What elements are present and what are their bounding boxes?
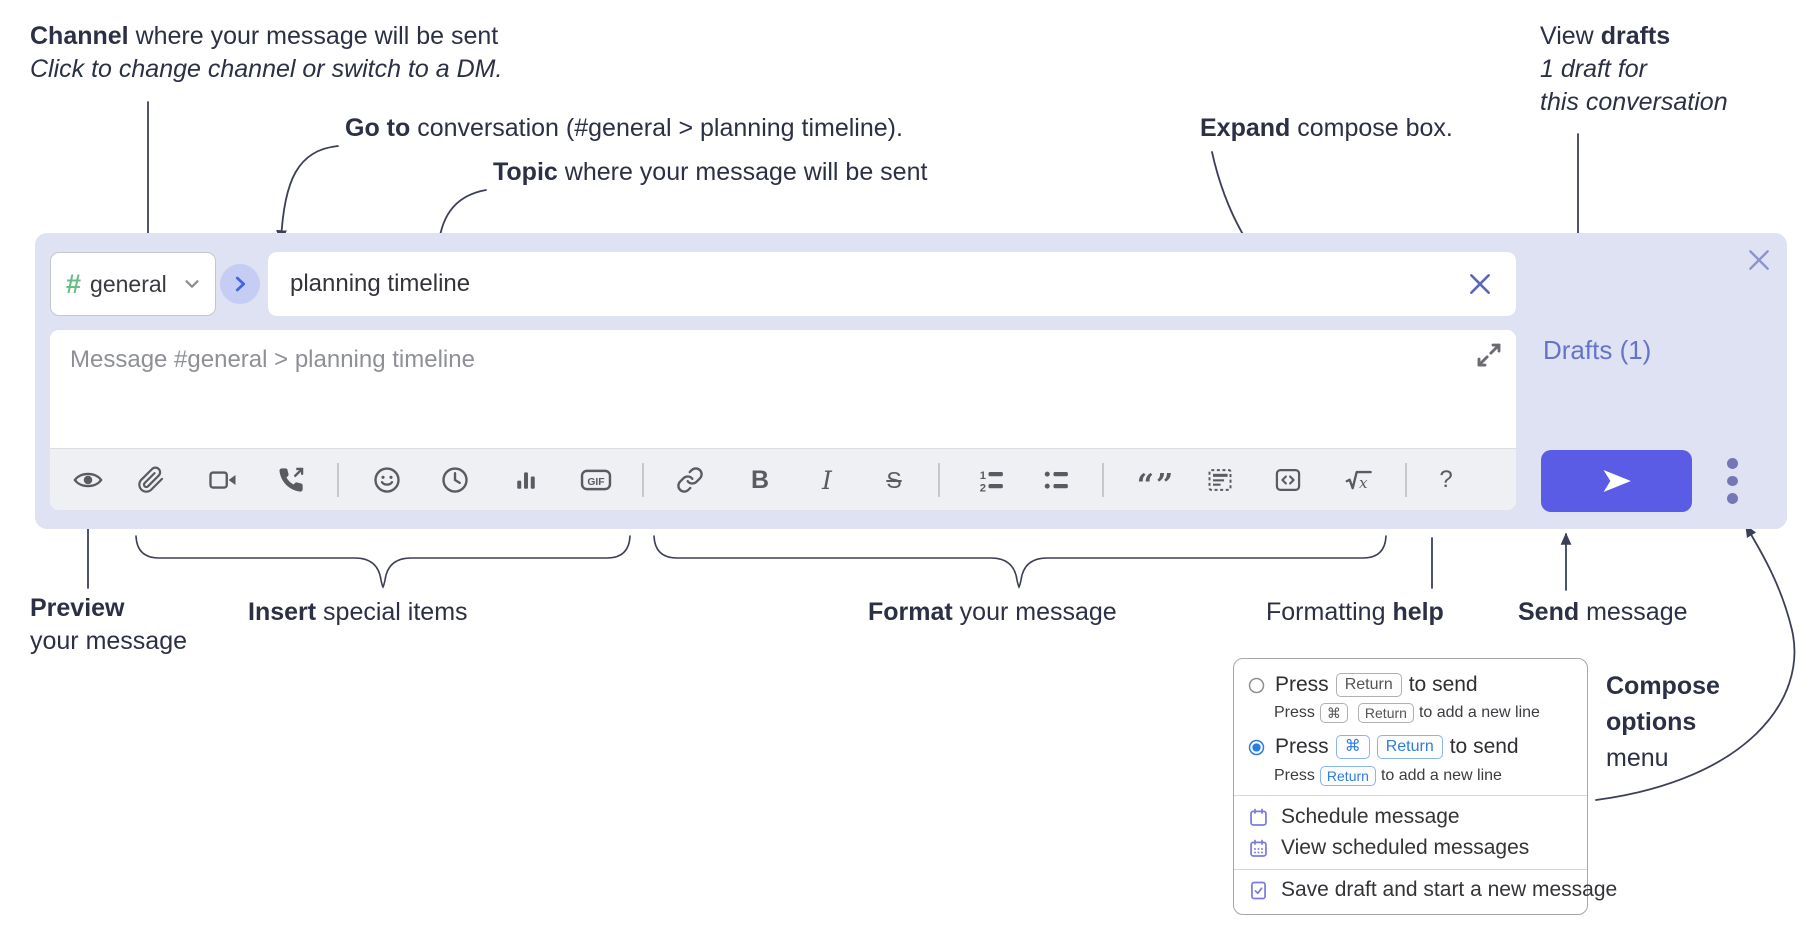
vertical-dots-icon	[1726, 458, 1738, 469]
svg-text:x: x	[1359, 474, 1368, 492]
brace-insert	[135, 535, 631, 589]
annotation-compose-options: Compose options menu	[1606, 672, 1720, 772]
send-option-cmd-return[interactable]: Press ⌘ Return to send	[1248, 735, 1519, 759]
menu-item-view-scheduled-messages[interactable]: View scheduled messages	[1248, 836, 1529, 860]
return-key: Return	[1376, 735, 1443, 759]
cmd-key: ⌘	[1319, 703, 1348, 723]
toolbar-divider	[642, 463, 644, 497]
return-key: Return	[1357, 703, 1414, 723]
strikethrough-icon[interactable]: S	[874, 460, 914, 500]
poll-icon[interactable]	[506, 460, 546, 500]
preview-eye-icon[interactable]	[68, 460, 108, 500]
menu-item-schedule-message[interactable]: Schedule message	[1248, 805, 1460, 829]
expand-compose-icon[interactable]	[1474, 340, 1504, 370]
bold-icon[interactable]: B	[740, 460, 780, 500]
time-icon[interactable]	[435, 460, 475, 500]
radio-selected-icon[interactable]	[1248, 739, 1265, 756]
radio-unselected-icon[interactable]	[1248, 677, 1265, 694]
send-plane-icon	[1603, 469, 1631, 493]
annotation-preview: Preview your message	[30, 594, 188, 655]
toolbar-divider	[337, 463, 339, 497]
brace-format	[653, 535, 1387, 589]
bulleted-list-icon[interactable]	[1036, 460, 1076, 500]
go-to-conversation-button[interactable]	[220, 264, 260, 304]
annotation-send: Send message	[1518, 598, 1688, 626]
annotation-insert: Insert special items	[248, 598, 468, 626]
cmd-key: ⌘	[1335, 735, 1370, 759]
italic-icon[interactable]: I	[807, 460, 847, 500]
go-chevron-icon	[235, 276, 246, 292]
message-panel: GIF B I S 12	[50, 330, 1516, 510]
link-icon[interactable]	[670, 460, 710, 500]
voice-call-icon[interactable]	[271, 460, 311, 500]
channel-name: general	[90, 270, 167, 297]
compose-options-menu: Press Return to send Press ⌘ Return to a…	[1233, 658, 1617, 915]
channel-hash-icon: #	[66, 268, 82, 299]
annotation-channel: Channel where your message will be sent …	[30, 22, 503, 83]
save-draft-doc-icon	[1251, 881, 1266, 899]
annotation-goto: Go to conversation (#general > planning …	[345, 114, 903, 142]
svg-text:1: 1	[980, 470, 986, 482]
toolbar-divider	[1102, 463, 1104, 497]
return-key: Return	[1319, 766, 1376, 786]
send-option-return-subtext: Press ⌘ Return to add a new line	[1274, 703, 1540, 723]
svg-text:GIF: GIF	[587, 477, 604, 488]
emoji-icon[interactable]	[367, 460, 407, 500]
gif-icon[interactable]: GIF	[576, 460, 616, 500]
return-key: Return	[1335, 673, 1402, 697]
clear-topic-icon[interactable]	[1467, 271, 1493, 297]
send-option-return[interactable]: Press Return to send	[1248, 673, 1478, 697]
code-icon[interactable]	[1268, 460, 1308, 500]
annotation-formatting-help: Formatting help	[1266, 598, 1444, 626]
quote-icon[interactable]: “”	[1136, 460, 1176, 501]
annotation-view-drafts: View drafts 1 draft for this conversatio…	[1540, 22, 1728, 116]
line-goto	[276, 145, 339, 243]
formatting-help-icon[interactable]: ?	[1426, 460, 1466, 500]
svg-text:2: 2	[980, 482, 986, 494]
drafts-link[interactable]: Drafts (1)	[1543, 335, 1652, 365]
send-button[interactable]	[1541, 450, 1692, 512]
menu-divider	[1234, 869, 1587, 870]
calendar-grid-icon	[1250, 839, 1267, 857]
compose-options-menu-button[interactable]	[1712, 457, 1752, 505]
annotation-expand: Expand compose box.	[1200, 114, 1453, 142]
video-call-icon[interactable]	[203, 460, 243, 500]
message-textarea[interactable]	[50, 330, 1516, 448]
compose-box: # general	[35, 233, 1787, 529]
toolbar-divider	[1405, 463, 1407, 497]
attach-paperclip-icon[interactable]	[131, 460, 171, 500]
math-icon[interactable]: x	[1339, 460, 1379, 500]
send-option-cmd-return-subtext: Press Return to add a new line	[1274, 766, 1502, 786]
close-compose-icon[interactable]	[1746, 247, 1772, 273]
toolbar-divider	[938, 463, 940, 497]
chevron-down-icon	[185, 280, 199, 288]
topic-input[interactable]	[268, 252, 1516, 316]
annotation-format: Format your message	[868, 598, 1117, 626]
channel-selector[interactable]: # general	[50, 252, 216, 316]
annotation-topic: Topic where your message will be sent	[493, 158, 928, 186]
menu-divider	[1234, 795, 1587, 796]
calendar-icon	[1250, 808, 1267, 826]
spoiler-icon[interactable]	[1200, 460, 1240, 500]
menu-item-save-draft[interactable]: Save draft and start a new message	[1248, 878, 1617, 902]
